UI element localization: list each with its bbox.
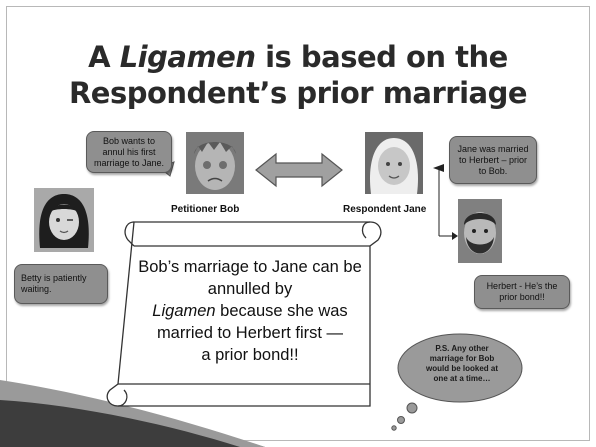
jane-avatar: [365, 132, 423, 194]
herbert-callout: Herbert - He’s the prior bond!!: [474, 275, 570, 309]
scroll-shape: [106, 221, 382, 407]
slide-title-line2: Respondent’s prior marriage: [68, 76, 528, 110]
scroll-italic-ligamen: Ligamen: [152, 302, 216, 320]
title-prefix: A: [88, 40, 120, 74]
thought-text: P.S. Any other marriage for Bob would be…: [425, 344, 498, 383]
jane-callout: Jane was married to Herbert – prior to B…: [449, 136, 537, 184]
bob-avatar: [186, 132, 244, 194]
corner-swoosh-light: [0, 380, 265, 447]
title-italic-ligamen: Ligamen: [119, 40, 256, 74]
scroll-text: Bob’s marriage to Jane can be annulled b…: [134, 256, 366, 366]
scroll-line3: a prior bond!!: [201, 346, 299, 364]
double-arrow: [255, 152, 343, 188]
petitioner-caption: Petitioner Bob: [171, 204, 240, 215]
betty-callout: Betty is patiently waiting.: [14, 264, 108, 304]
connector-arrow-jane: [433, 164, 444, 172]
connector-arrow-herbert: [452, 232, 458, 240]
herbert-avatar: [458, 199, 502, 263]
scroll-line1: Bob’s marriage to Jane can be annulled b…: [138, 258, 362, 298]
betty-avatar: [34, 188, 94, 252]
bob-callout: Bob wants to annul his first marriage to…: [86, 131, 172, 173]
slide-frame: [6, 6, 590, 441]
scroll-line2: because she was married to Herbert first…: [156, 302, 348, 342]
slide-title-line1: A Ligamen is based on the: [0, 40, 596, 74]
respondent-caption: Respondent Jane: [343, 204, 427, 215]
title-suffix: is based on the: [255, 40, 508, 74]
thought-bubble: [391, 333, 523, 431]
